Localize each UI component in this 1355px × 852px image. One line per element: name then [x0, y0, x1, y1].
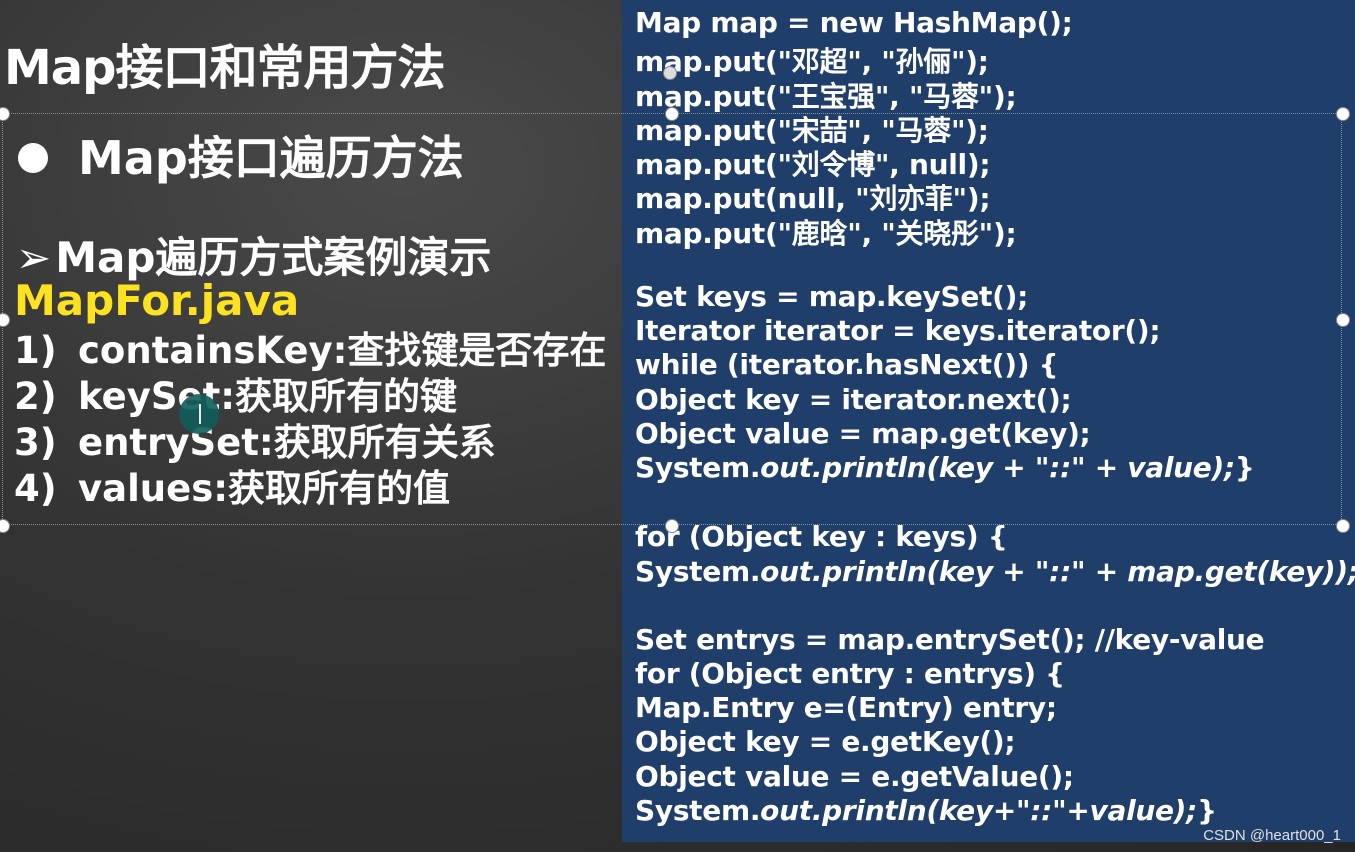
code-line: for (Object entry : entrys) {: [635, 657, 1065, 690]
mouse-cursor-icon: [179, 394, 219, 434]
code-line: map.put("王宝强", "马蓉");: [635, 80, 1017, 113]
resize-handle-top-left[interactable]: [0, 107, 10, 121]
list-item: 2)keySet:获取所有的键: [14, 375, 458, 418]
resize-handle-right[interactable]: [1336, 313, 1350, 327]
resize-handle-top-right[interactable]: [1336, 107, 1350, 121]
resize-handle-bottom-left[interactable]: [0, 519, 10, 533]
code-line: map.put("刘令博", null);: [635, 148, 991, 181]
subheading: ➢Map遍历方式案例演示: [16, 224, 491, 285]
resize-handle-bottom-right[interactable]: [1336, 519, 1350, 533]
code-line: Iterator iterator = keys.iterator();: [635, 314, 1161, 347]
file-name: MapFor.java: [14, 276, 300, 325]
method-list: 1)containsKey:查找键是否存在 2)keySet:获取所有的键 3)…: [14, 328, 606, 512]
code-line: Object key = e.getKey();: [635, 725, 1016, 758]
code-line: for (Object key : keys) {: [635, 520, 1008, 553]
list-item: 3)entrySet:获取所有关系: [14, 421, 496, 464]
code-line: System.out.println(key + "::" + value);}: [635, 451, 1255, 484]
resize-handle-top[interactable]: [665, 107, 679, 121]
arrow-bullet-icon: ➢: [16, 233, 52, 282]
code-line: map.put(null, "刘亦菲");: [635, 182, 991, 215]
code-line: Object value = e.getValue();: [635, 760, 1074, 793]
rotate-handle-icon[interactable]: [663, 66, 677, 80]
bullet-dot-icon: [18, 142, 48, 173]
code-line: map.put("宋喆", "马蓉");: [635, 114, 989, 147]
bullet-text: Map接口遍历方法: [78, 131, 464, 185]
code-line: Set keys = map.keySet();: [635, 280, 1029, 313]
code-line: map.put("邓超", "孙俪");: [635, 45, 989, 78]
resize-handle-bottom[interactable]: [665, 519, 679, 533]
list-item: 1)containsKey:查找键是否存在: [14, 329, 607, 372]
watermark: CSDN @heart000_1: [1203, 827, 1341, 844]
bullet-heading: Map接口遍历方法: [18, 122, 464, 188]
code-line: while (iterator.hasNext()) {: [635, 348, 1059, 381]
code-panel: Map map = new HashMap(); map.put("邓超", "…: [622, 0, 1355, 842]
code-line: Object value = map.get(key);: [635, 417, 1091, 450]
subheading-text: Map遍历方式案例演示: [55, 233, 492, 282]
selection-box[interactable]: [2, 113, 1342, 525]
code-line: System.out.println(key+"::"+value);}: [635, 794, 1217, 827]
code-line: System.out.println(key + "::" + map.get(…: [635, 555, 1355, 588]
code-line: Map.Entry e=(Entry) entry;: [635, 691, 1057, 724]
code-line: Set entrys = map.entrySet(); //key-value: [635, 623, 1265, 656]
list-item: 4)values:获取所有的值: [14, 467, 451, 510]
code-line: Object key = iterator.next();: [635, 383, 1072, 416]
resize-handle-left[interactable]: [0, 313, 10, 327]
code-line: map.put("鹿晗", "关晓彤");: [635, 217, 1017, 250]
slide-title: Map接口和常用方法: [4, 40, 446, 96]
code-line: Map map = new HashMap();: [635, 6, 1073, 39]
